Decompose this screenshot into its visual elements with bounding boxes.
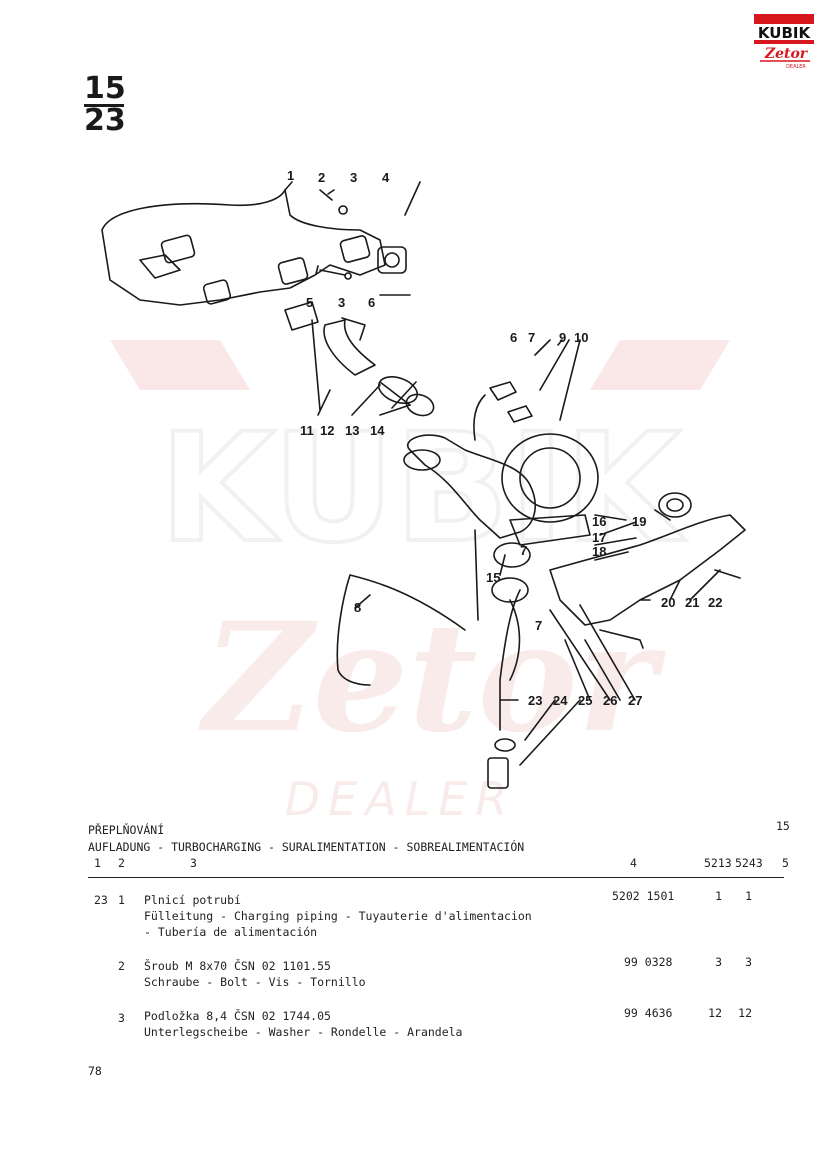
watermark: KUBIK Zetor DEALER <box>110 340 730 826</box>
callout-5: 5 <box>306 295 313 310</box>
callout-23: 23 <box>528 693 542 708</box>
callout-12: 12 <box>320 423 334 438</box>
logo-tag: DEALER <box>786 64 806 70</box>
callout-19: 19 <box>632 514 646 529</box>
row2-name-multi: Schraube - Bolt - Vis - Tornillo <box>144 975 366 989</box>
col-header-4: 4 <box>630 856 637 870</box>
row1-part-number: 5202 1501 <box>612 889 675 903</box>
table-header-rule <box>88 877 784 878</box>
row2-qty-5213: 3 <box>715 955 722 969</box>
row1-name-es: - Tubería de alimentación <box>144 925 318 939</box>
row3-qty-5243: 12 <box>738 1006 752 1020</box>
table-title-multilingual: AUFLADUNG - TURBOCHARGING - SURALIMENTAT… <box>88 840 525 854</box>
callout-7c: 7 <box>520 543 527 558</box>
callout-6: 6 <box>368 295 375 310</box>
callout-6b: 6 <box>510 330 517 345</box>
row3-part-number: 99 4636 <box>624 1006 673 1020</box>
row2-name-cz: Šroub M 8x70 ČSN 02 1101.55 <box>144 959 331 973</box>
row1-qty-5243: 1 <box>745 889 752 903</box>
callout-15: 15 <box>486 570 500 585</box>
section-number-top: 15 <box>84 71 126 106</box>
exhaust-manifold-drawing <box>549 492 746 626</box>
col-header-5: 5 <box>782 856 789 870</box>
row1-pos: 1 <box>118 893 125 907</box>
callout-7d: 7 <box>535 618 542 633</box>
row3-qty-5213: 12 <box>708 1006 722 1020</box>
section-number-bottom: 23 <box>84 103 126 138</box>
callout-2: 2 <box>318 170 325 185</box>
callout-8: 8 <box>354 600 361 615</box>
callout-10: 10 <box>574 330 588 345</box>
row1-qty-5213: 1 <box>715 889 722 903</box>
callout-3b: 3 <box>338 295 345 310</box>
callout-1: 1 <box>287 168 294 183</box>
callout-17: 17 <box>592 530 606 545</box>
row1-group: 23 <box>94 893 108 907</box>
callout-27: 27 <box>628 693 642 708</box>
callout-21: 21 <box>685 595 699 610</box>
callout-24: 24 <box>553 693 568 708</box>
row3-name-cz: Podložka 8,4 ČSN 02 1744.05 <box>144 1009 331 1023</box>
callout-11: 11 <box>300 423 314 438</box>
row3-name-multi: Unterlegscheibe - Washer - Rondelle - Ar… <box>144 1025 463 1039</box>
kubik-zetor-logo: KUBIK Zetor DEALER <box>754 14 814 70</box>
logo-sub: Zetor <box>764 46 809 62</box>
callout-20: 20 <box>661 595 675 610</box>
watermark-tag: DEALER <box>285 772 516 826</box>
watermark-brand: KUBIK <box>159 402 686 576</box>
row1-name-multi: Fülleitung - Charging piping - Tuyauteri… <box>144 909 532 923</box>
col-header-1: 1 <box>94 856 101 870</box>
callout-26: 26 <box>603 693 617 708</box>
page-number: 78 <box>88 1064 102 1078</box>
turbocharger-exploded-view: 1 2 3 4 5 3 6 6 7 8 9 10 11 12 13 14 16 … <box>101 168 746 789</box>
callout-9: 9 <box>559 330 566 345</box>
row2-qty-5243: 3 <box>745 955 752 969</box>
col-header-5243: 5243 <box>735 856 763 870</box>
callout-22: 22 <box>708 595 722 610</box>
callout-7: 7 <box>528 330 535 345</box>
col-header-3: 3 <box>190 856 197 870</box>
callout-13: 13 <box>345 423 359 438</box>
table-section-number: 15 <box>776 819 790 833</box>
row2-pos: 2 <box>118 959 125 973</box>
callout-16: 16 <box>592 514 606 529</box>
col-header-2: 2 <box>118 856 125 870</box>
callout-18: 18 <box>592 544 606 559</box>
callout-25: 25 <box>578 693 592 708</box>
col-header-5213: 5213 <box>704 856 732 870</box>
row1-name-cz: Plnicí potrubí <box>144 893 241 907</box>
intake-manifold-drawing <box>101 189 407 306</box>
row2-part-number: 99 0328 <box>624 955 673 969</box>
callout-3: 3 <box>350 170 357 185</box>
section-divider <box>84 104 124 107</box>
turbocharger-drawing <box>403 433 599 546</box>
row3-pos: 3 <box>118 1011 125 1025</box>
callout-4: 4 <box>382 170 390 185</box>
table-title-cz: PŘEPLŇOVÁNÍ <box>88 823 165 837</box>
callout-14: 14 <box>370 423 385 438</box>
logo-brand: KUBIK <box>758 24 812 42</box>
